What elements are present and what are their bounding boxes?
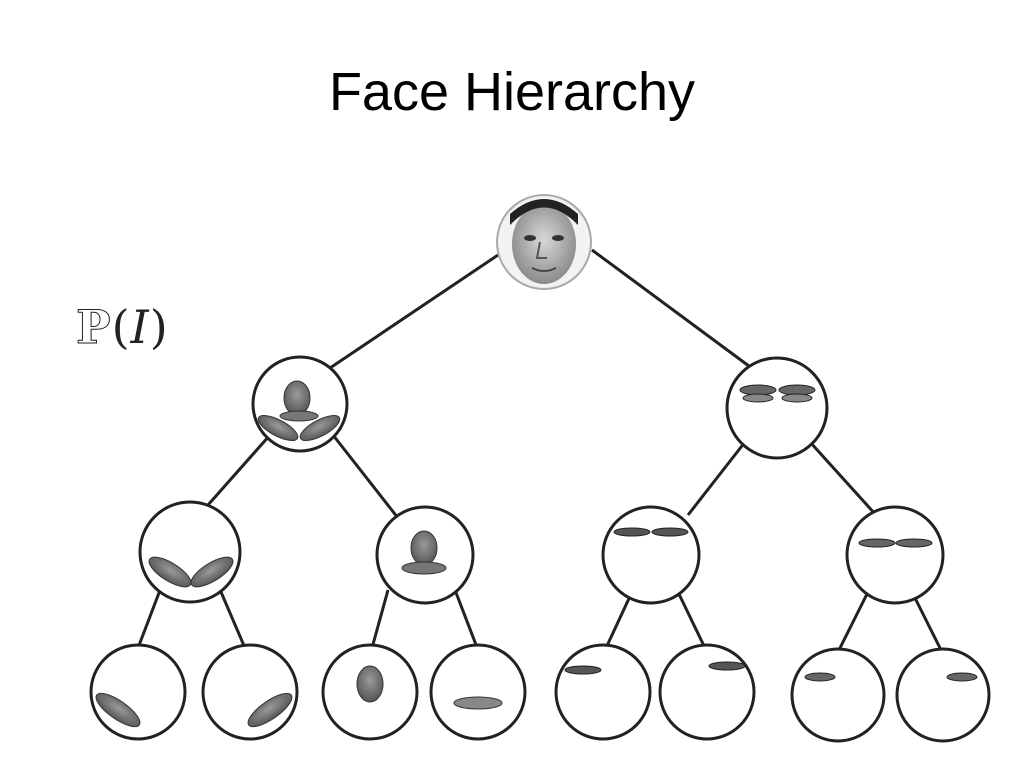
cheeks-node bbox=[138, 500, 242, 604]
image-variable: I bbox=[130, 300, 150, 354]
eye-part-icon bbox=[895, 538, 933, 548]
nose-part-icon bbox=[283, 380, 311, 416]
edge bbox=[198, 434, 272, 515]
mouth-part-icon bbox=[453, 696, 503, 710]
eye-pair-right-node bbox=[845, 505, 945, 605]
edge bbox=[136, 584, 164, 649]
root-face-node bbox=[496, 194, 592, 290]
blackboard-p: P bbox=[76, 300, 112, 355]
edge bbox=[910, 591, 944, 653]
lower-face-node bbox=[251, 355, 349, 453]
mouth-leaf bbox=[429, 643, 527, 741]
eye-pair-left-node bbox=[601, 505, 701, 605]
face-photo-icon bbox=[512, 204, 576, 284]
eye-part-icon bbox=[742, 393, 774, 403]
close-paren: ) bbox=[149, 300, 169, 354]
eye-part-icon bbox=[804, 672, 836, 682]
nose-part-icon bbox=[410, 530, 438, 566]
eyes-node bbox=[725, 356, 829, 460]
edge bbox=[331, 434, 400, 519]
eye-part-icon bbox=[708, 661, 746, 671]
cheek-right-part-icon bbox=[299, 414, 341, 442]
nose-part-icon bbox=[356, 665, 384, 703]
eye-part-icon bbox=[651, 527, 689, 537]
edge bbox=[604, 591, 634, 649]
edge bbox=[329, 253, 499, 370]
mouth-part-icon bbox=[279, 410, 319, 422]
edge bbox=[686, 441, 747, 516]
nose-leaf bbox=[321, 643, 419, 741]
open-paren: ( bbox=[111, 300, 131, 354]
edge bbox=[216, 584, 247, 649]
cheek-right-part-icon bbox=[190, 556, 234, 588]
eye-part-icon bbox=[781, 393, 813, 403]
mouth-part-icon bbox=[401, 561, 447, 575]
eye-part-icon bbox=[564, 665, 602, 675]
edge bbox=[370, 589, 390, 649]
eye-leaf-b bbox=[658, 643, 756, 741]
cheek-part-icon bbox=[247, 692, 293, 728]
edge bbox=[836, 591, 870, 653]
eye-leaf-a bbox=[554, 643, 652, 741]
cheek-right-leaf bbox=[201, 643, 299, 741]
edge bbox=[453, 589, 480, 651]
eye-part-icon bbox=[858, 538, 896, 548]
eye-leaf-c bbox=[790, 647, 886, 743]
cheek-left-leaf bbox=[89, 643, 187, 741]
cheek-part-icon bbox=[95, 692, 141, 728]
edge bbox=[808, 440, 878, 517]
slide-title: Face Hierarchy bbox=[328, 62, 696, 122]
probability-label: P(I) bbox=[76, 300, 169, 355]
edge bbox=[676, 591, 707, 649]
nose-mouth-node bbox=[375, 505, 475, 605]
cheek-left-part-icon bbox=[257, 414, 299, 442]
tree-edges bbox=[136, 248, 944, 653]
cheek-left-part-icon bbox=[148, 556, 192, 588]
eye-part-icon bbox=[613, 527, 651, 537]
eye-part-icon bbox=[946, 672, 978, 682]
edge bbox=[591, 248, 758, 374]
eye-leaf-d bbox=[895, 647, 991, 743]
